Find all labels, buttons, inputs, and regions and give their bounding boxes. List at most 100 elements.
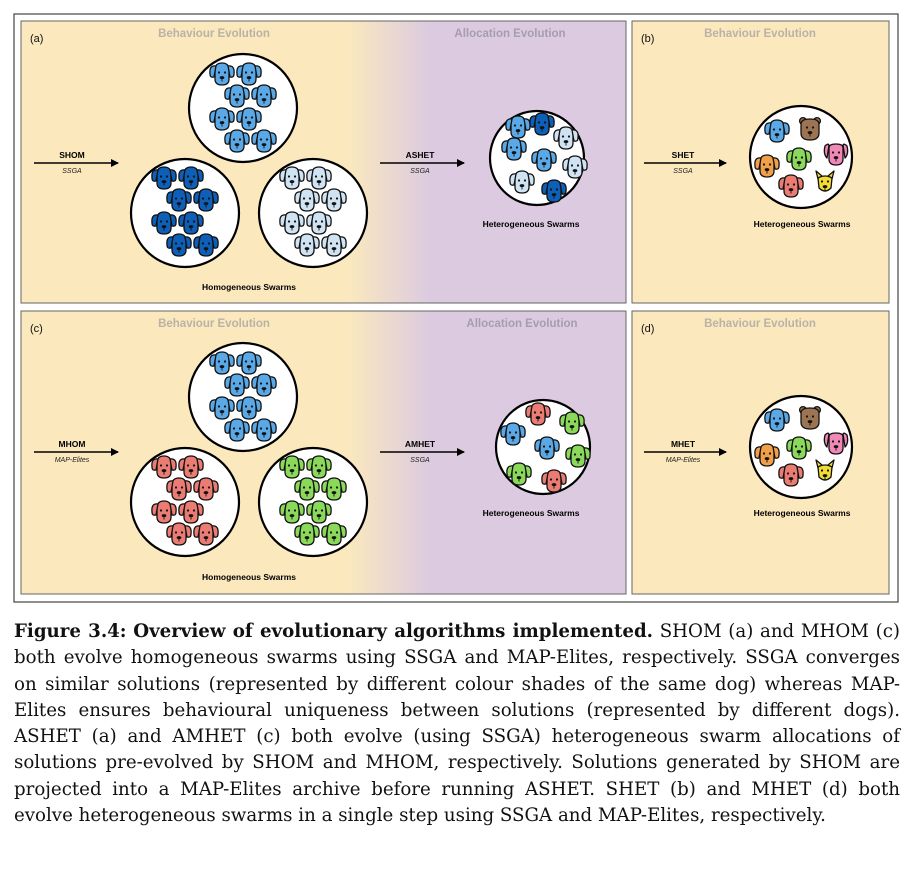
dog-icon [193,477,219,501]
dog-icon [151,455,177,479]
dog-icon [151,500,177,524]
dog-icon [279,166,305,190]
dog-icon [236,107,262,131]
dog-icon [178,166,204,190]
dog-icon [236,351,262,375]
dog-icon [559,411,585,435]
caption-body: SHOM (a) and MHOM (c) both evolve homoge… [14,621,900,827]
dog-icon [279,211,305,235]
dog-icon [541,179,567,203]
mhom-algo: MAP-Elites [55,457,90,464]
dog-icon [224,373,250,397]
shom-algo: SSGA [62,168,82,175]
dog-icon [798,116,822,141]
dog-icon [224,129,250,153]
mhom-label: MHOM [59,439,86,449]
mhet-label: MHET [671,439,696,449]
dog-icon [236,62,262,86]
panel-b-behaviour-title: Behaviour Evolution [704,28,816,40]
dog-icon [294,522,320,546]
ashet-algo: SSGA [410,168,430,175]
amhet-algo: SSGA [410,457,430,464]
dog-icon [754,443,780,467]
dog-icon [178,455,204,479]
dog-icon [236,396,262,420]
dog-icon [209,62,235,86]
shet-algo: SSGA [673,168,693,175]
panel-b-tag: (b) [641,33,654,45]
dog-icon [823,143,849,166]
dog-icon [321,477,347,501]
dog-icon [279,500,305,524]
dog-icon [209,351,235,375]
dog-icon [505,115,531,139]
dog-icon [306,166,332,190]
dog-icon-layer [151,62,849,546]
dog-icon [786,147,812,171]
dog-icon [166,522,192,546]
dog-icon [509,170,535,194]
panel-d-behaviour-title: Behaviour Evolution [704,318,816,330]
dog-icon [151,166,177,190]
panel-a-tag: (a) [30,33,43,45]
dog-icon [224,84,250,108]
dog-icon [306,455,332,479]
dog-icon [778,174,804,198]
dog-icon [565,444,591,468]
dog-icon [209,396,235,420]
dog-icon [501,137,527,161]
dog-icon [294,188,320,212]
dog-icon [529,112,555,136]
dog-icon [764,119,790,143]
dog-icon [193,188,219,212]
dog-icon [166,188,192,212]
dog-icon [251,84,277,108]
dog-icon [562,155,588,179]
caption-label: Figure 3.4: [14,621,127,642]
panel-c-homogeneous-label: Homogeneous Swarms [202,572,296,582]
dog-icon [815,170,835,192]
dog-icon [541,469,567,493]
panel-a-homogeneous-label: Homogeneous Swarms [202,282,296,292]
dog-icon [500,422,526,446]
dog-icon [279,455,305,479]
dog-icon [754,154,780,178]
dog-icon [306,500,332,524]
mhet-algo: MAP-Elites [666,457,701,464]
dog-icon [294,233,320,257]
panel-a-heterogeneous-label: Heterogeneous Swarms [483,219,580,229]
dog-icon [251,129,277,153]
dog-icon [251,373,277,397]
dog-icon [531,148,557,172]
panel-c-heterogeneous-label: Heterogeneous Swarms [483,508,580,518]
panel-c-tag: (c) [30,323,43,335]
figure-diagram: (a) Behaviour Evolution Allocation Evolu… [13,13,899,603]
dog-icon [251,418,277,442]
panel-d-heterogeneous-label: Heterogeneous Swarms [754,508,851,518]
dog-icon [823,432,849,455]
caption-title: Overview of evolutionary algorithms impl… [133,621,654,642]
dog-icon [321,522,347,546]
dog-icon [778,463,804,487]
dog-icon [553,126,579,150]
panel-c-allocation-title: Allocation Evolution [466,318,577,330]
dog-icon [193,522,219,546]
dog-icon [798,405,822,430]
dog-icon [815,459,835,481]
dog-icon [321,188,347,212]
dog-icon [506,462,532,486]
panel-b-heterogeneous-label: Heterogeneous Swarms [754,219,851,229]
amhet-label: AMHET [405,439,436,449]
ashet-label: ASHET [406,150,436,160]
dog-icon [178,211,204,235]
dog-icon [193,233,219,257]
shet-label: SHET [672,150,695,160]
dog-icon [294,477,320,501]
dog-icon [321,233,347,257]
dog-icon [151,211,177,235]
dog-icon [306,211,332,235]
dog-icon [178,500,204,524]
shom-label: SHOM [59,150,85,160]
panel-c: (c) Behaviour Evolution Allocation Evolu… [20,310,627,595]
dog-icon [764,408,790,432]
